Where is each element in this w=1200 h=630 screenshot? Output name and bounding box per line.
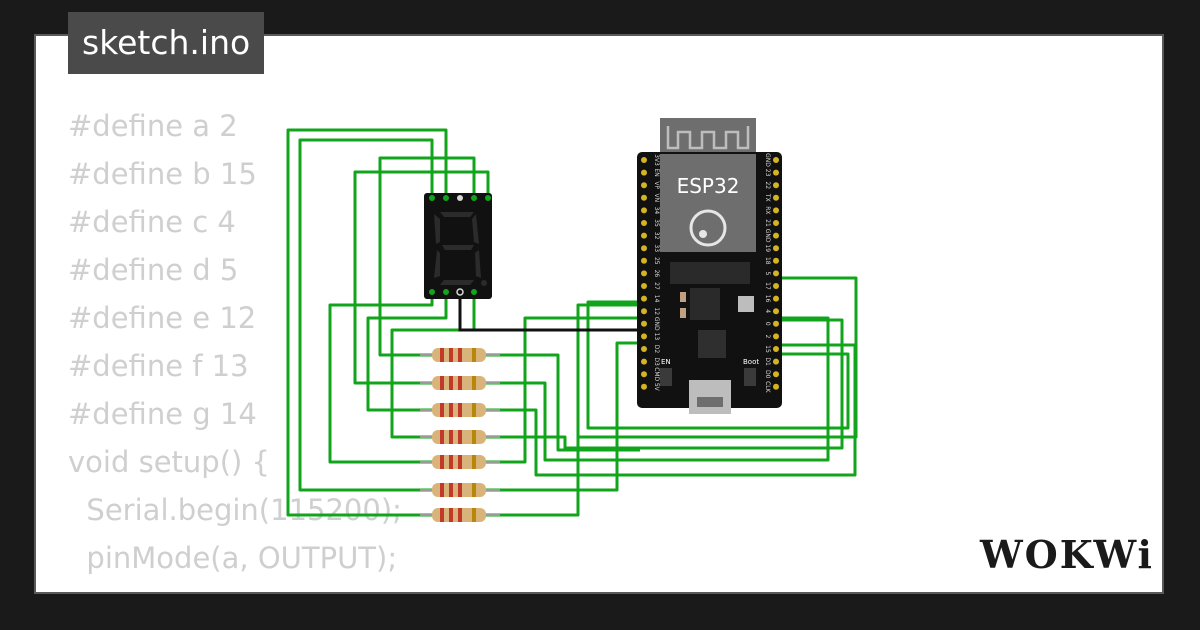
code-line: #define a 2 [68,109,238,143]
wokwi-logo[interactable]: WOKWi [978,528,1153,578]
en-label: EN [661,358,671,366]
wire-segment-e [328,292,488,464]
pin-label: 2 [764,334,771,338]
segment-a [440,212,474,217]
espressif-logo-icon [689,209,727,247]
segment-dp [481,280,487,286]
wire-r7-pin5 [488,303,640,517]
resistor [420,403,500,417]
wire-r4-pin4 [488,318,844,450]
pin-label: 14 [653,295,660,303]
pin-label: D0 [764,370,771,379]
pin-label: 13 [653,333,660,341]
pin-label: 17 [764,282,771,290]
wire-segment-d [366,292,488,412]
preview-card: #define a 2 #define b 15 #define c 4 #defin… [34,34,1164,594]
pin-label: 18 [764,257,771,265]
code-line: #define g 14 [68,397,257,431]
resistor [420,483,500,497]
pin-label: 33 [653,244,660,252]
segment-f [434,214,440,244]
pin-label: 3V3 [653,154,660,166]
pin-label: D2 [653,345,660,354]
segment-d [440,280,474,285]
pin-label: 16 [764,295,771,303]
resistors [420,348,500,522]
segment-e [434,250,440,278]
esp32-label: ESP32 [677,174,740,198]
wire-r2-pin12 [488,316,830,462]
pin-label: 4 [764,309,771,313]
code-line: pinMode(b, OUTPUT); [68,582,402,592]
wire-segment-b [286,128,488,517]
pin-label: EN [653,168,660,176]
wokwi-logo-text: WOKWi [979,532,1153,577]
seven-segment-display [424,193,492,299]
resistor [420,455,500,469]
code-line: #define c 4 [68,205,236,239]
code-line: pinMode(a, OUTPUT); [68,541,398,575]
wires [286,128,858,517]
pin-label: 27 [653,282,660,290]
pin-label: CLK [764,381,771,394]
pin-label: GND [653,317,660,331]
pin-label: 0 [764,322,771,326]
code-editor: #define a 2 #define b 15 #define c 4 #defin… [68,102,402,592]
pin-label: D3 [653,357,660,366]
resistor [420,376,500,390]
pin-label: 25 [653,257,660,265]
wire-r1-pin13 [488,353,640,452]
resistor [420,508,500,522]
pin-label: 19 [764,244,771,252]
wire-pin15-right [586,300,850,430]
pin-label: GND [764,153,771,167]
code-line: #define d 5 [68,253,239,287]
pin-label: 22 [764,181,771,189]
wire-r6-pin15 [488,341,640,492]
gnd-wire [458,292,640,332]
resistor [420,348,500,362]
resistor [420,430,500,444]
boot-label: Boot [743,358,759,366]
pin-label: VN [653,194,660,203]
pin-label: TX [764,193,771,202]
pin-label: 5V [653,383,660,392]
segment-g [442,245,474,250]
wire-pin5-right [578,276,858,439]
code-line: Serial.begin(115200); [68,493,402,527]
esp32-pins: 3V3ENVPVN343532332526271412GND13D2D3CMD5… [641,153,779,394]
pin-label: 15 [764,345,771,353]
segment-c [475,250,481,278]
code-line: void setup() { [68,445,270,479]
wire-segment-f [378,156,488,357]
pin-label: RX [764,206,771,214]
esp32-board: ESP32 EN Boot 3V3ENVPVN34353233252627141… [637,118,782,414]
pin-label: D1 [764,357,771,366]
pin-label: 23 [764,169,771,177]
pin-label: 34 [653,207,660,215]
pin-label: 26 [653,270,660,278]
pin-label: 35 [653,219,660,227]
sketch-filename: sketch.ino [82,23,251,62]
code-line: #define e 12 [68,301,257,335]
sketch-tab[interactable]: sketch.ino [68,12,265,74]
wire-segment-g [353,170,490,385]
wire-segment-c [390,292,488,439]
pin-label: GND [764,229,771,243]
code-line: #define f 13 [68,349,249,383]
pin-label: VP [653,181,660,189]
pin-label: 21 [764,219,771,227]
segment-b [472,214,479,244]
pin-label: 5 [764,271,771,275]
code-line: #define b 15 [68,157,257,191]
wire-r5-pin14 [488,316,640,464]
pin-label: CMD [653,367,660,381]
pin-label: 12 [653,307,660,315]
pin-label: 32 [653,232,660,240]
